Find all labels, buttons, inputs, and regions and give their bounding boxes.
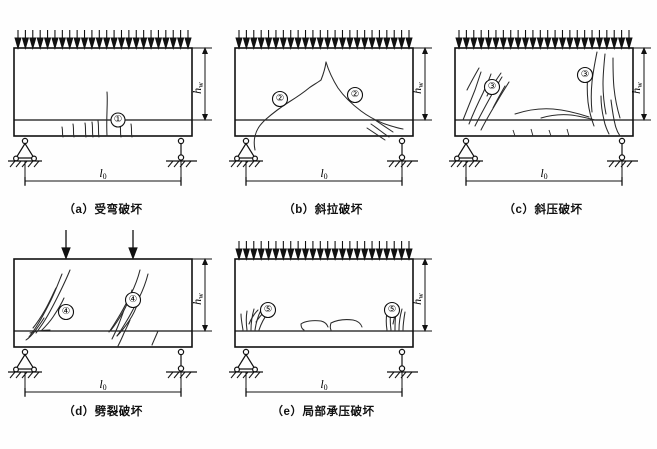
height-dimension: [633, 47, 651, 121]
crack-marker-2-right: ②: [346, 86, 364, 104]
crack-marker-4-left-label: ④: [62, 306, 71, 317]
span-dimension: [245, 161, 403, 186]
diagonal-tension-cracks: [253, 61, 404, 151]
roller-support-right: [166, 348, 197, 379]
crack-marker-3-left: ③: [483, 78, 501, 96]
span-dimension-label: l0: [320, 166, 327, 181]
beam-body: [234, 47, 414, 137]
height-dimension-label: hw: [629, 82, 644, 94]
panel-e-local-bearing-failure: ⑤ ⑤: [225, 228, 440, 418]
panel-c-caption: （c）斜压破坏: [503, 204, 583, 216]
span-dimension-label: l0: [540, 166, 547, 181]
panel-e-caption: （e）局部承压破坏: [271, 406, 375, 418]
height-dimension-label: hw: [410, 293, 425, 305]
crack-marker-4-right-label: ④: [129, 294, 138, 305]
beam-body: [13, 258, 193, 348]
height-dimension-label: hw: [410, 82, 425, 94]
height-dimension: [192, 47, 212, 121]
height-dimension: [413, 47, 432, 121]
crack-marker-5-left-label: ⑤: [264, 304, 273, 315]
panel-a-flexural-failure: ①: [0, 0, 230, 200]
span-dimension-label: l0: [320, 377, 327, 392]
local-bearing-cracks: [240, 306, 406, 331]
crack-marker-5-right-label: ⑤: [388, 304, 397, 315]
span-dimension: [245, 372, 403, 397]
span-dimension-label: l0: [99, 166, 106, 181]
crack-marker-2-right-label: ②: [351, 89, 360, 100]
crack-marker-5-right: ⑤: [383, 301, 401, 319]
concentrated-load-arrows: [61, 230, 138, 260]
span-dimension: [24, 372, 182, 397]
distributed-load-arrows: [14, 30, 192, 50]
diagonal-compression-cracks: [462, 51, 621, 137]
distributed-load-arrows: [235, 30, 413, 50]
span-dimension-label: l0: [99, 377, 106, 392]
crack-marker-1-label: ①: [114, 114, 123, 125]
span-dimension: [465, 161, 623, 186]
height-dimension-label: hw: [190, 293, 205, 305]
panel-c-diagonal-compression-failure: ③ ③: [445, 0, 657, 200]
panel-d-caption: （d）劈裂破坏: [63, 406, 143, 418]
distributed-load-arrows: [455, 30, 633, 50]
crack-marker-1: ①: [110, 112, 126, 128]
crack-marker-4-right: ④: [124, 291, 142, 309]
crack-marker-3-right: ③: [576, 66, 594, 84]
panel-b-caption: （b）斜拉破坏: [283, 204, 363, 216]
panel-a-caption: （a）受弯破坏: [63, 204, 143, 216]
height-dimension: [413, 258, 432, 332]
crack-marker-3-right-label: ③: [581, 69, 590, 80]
bearing-hatch: [512, 128, 570, 137]
beam-body: [234, 258, 414, 348]
crack-marker-4-left: ④: [57, 303, 75, 321]
splitting-cracks: [25, 269, 159, 347]
crack-marker-3-left-label: ③: [488, 81, 497, 92]
pin-support-left: [229, 137, 263, 168]
height-dimension: [192, 258, 212, 332]
crack-marker-5-left: ⑤: [259, 301, 277, 319]
panel-d-splitting-failure: ④ ④: [0, 228, 230, 418]
distributed-load-arrows: [235, 241, 413, 261]
beam-body: [13, 47, 193, 137]
crack-marker-2-left: ②: [271, 90, 289, 108]
height-dimension-label: hw: [190, 82, 205, 94]
roller-support-right: [387, 348, 418, 379]
span-dimension: [24, 161, 182, 186]
panel-b-diagonal-tension-failure: ② ②: [225, 0, 440, 200]
crack-marker-2-left-label: ②: [276, 93, 285, 104]
beam-body: [454, 47, 634, 137]
